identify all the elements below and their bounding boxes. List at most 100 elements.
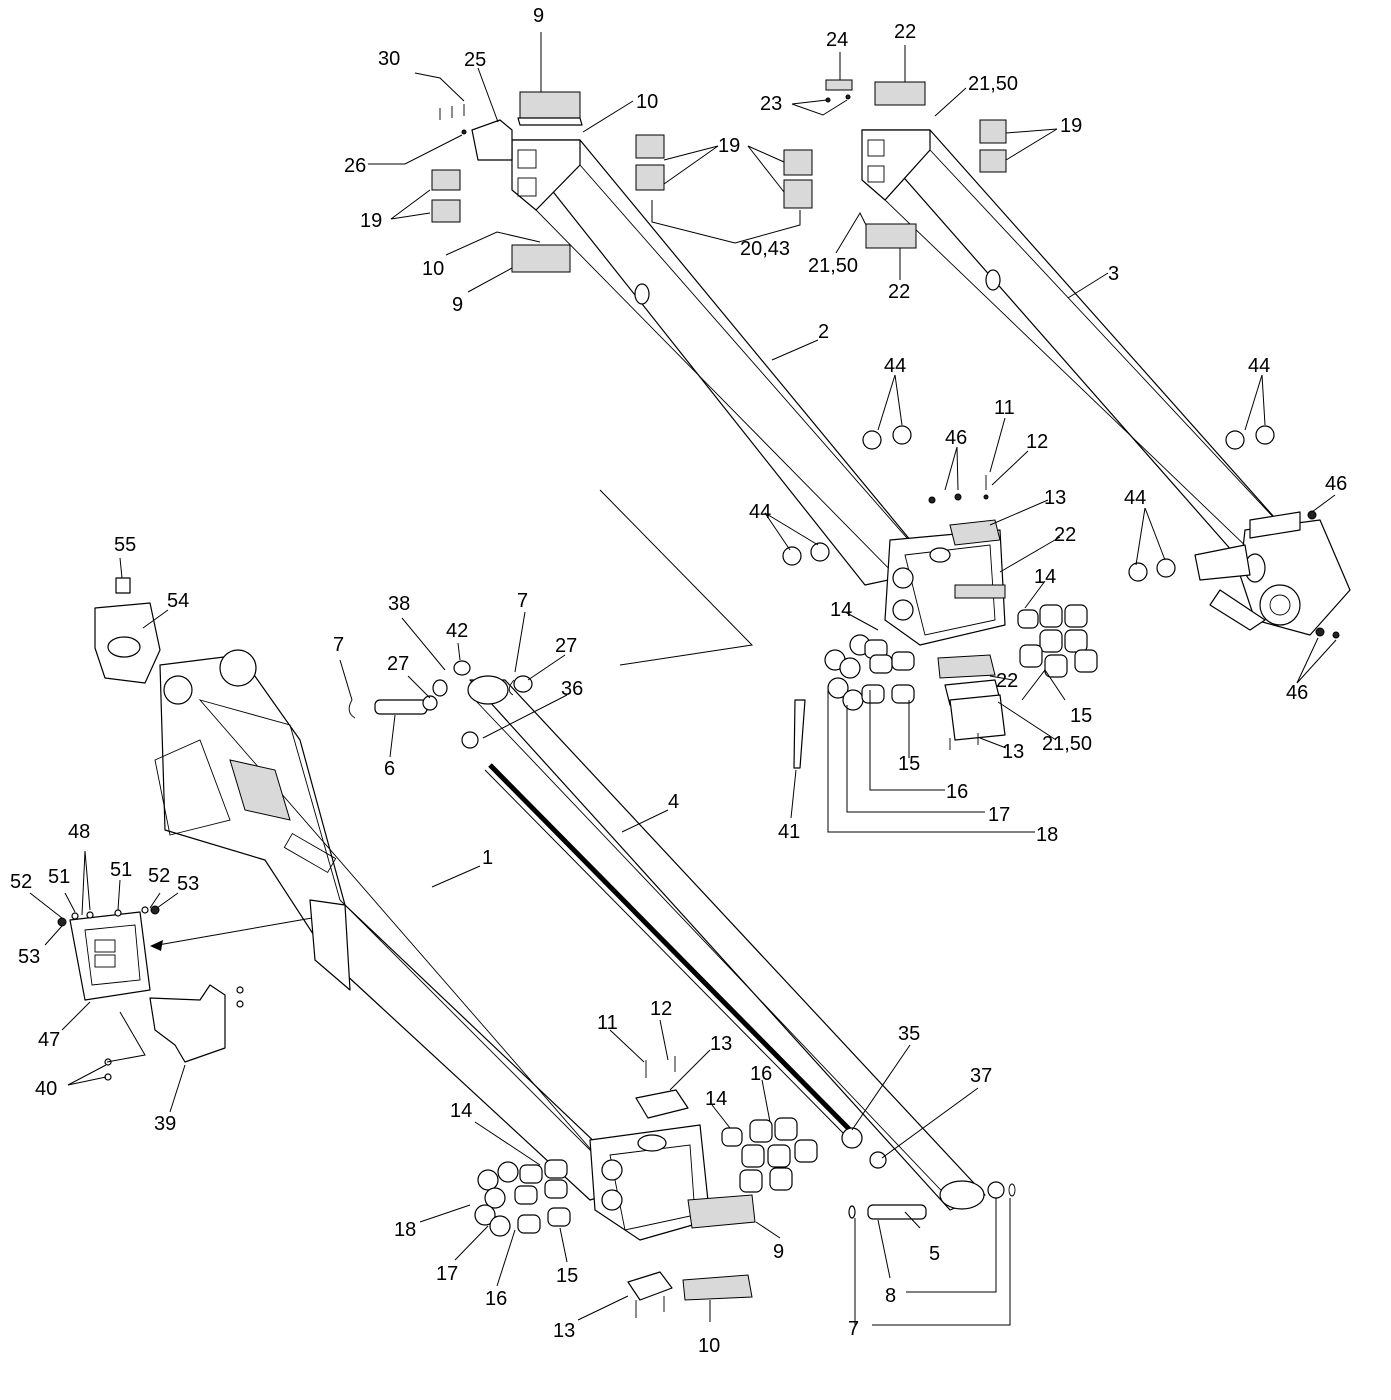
callout-label: 20,43 — [740, 238, 790, 260]
callout-label: 30 — [378, 48, 400, 70]
bracket-39 — [104, 984, 244, 1081]
callout-label: 13 — [710, 1033, 732, 1055]
callout-label: 13 — [1044, 487, 1066, 509]
callout-label: 40 — [35, 1078, 57, 1100]
callout-label: 18 — [394, 1219, 416, 1241]
callout-label: 7 — [517, 590, 528, 612]
callout-label: 25 — [464, 49, 486, 71]
callout-label: 17 — [436, 1263, 458, 1285]
callout-label: 22 — [1054, 524, 1076, 546]
callout-label: 14 — [830, 599, 852, 621]
callout-label: 21,50 — [1042, 733, 1092, 755]
callout-label: 55 — [114, 534, 136, 556]
callout-label: 22 — [888, 281, 910, 303]
callout-label: 36 — [561, 678, 583, 700]
callout-label: 5 — [929, 1243, 940, 1265]
callout-label: 15 — [898, 753, 920, 775]
callout-label: 46 — [945, 427, 967, 449]
callout-label: 12 — [650, 998, 672, 1020]
boom-section-3 — [861, 129, 1291, 561]
bolts-30 — [439, 104, 467, 135]
callout-label: 13 — [553, 1320, 575, 1342]
callout-label: 54 — [167, 590, 189, 612]
callout-label: 44 — [749, 501, 771, 523]
callout-label: 10 — [636, 91, 658, 113]
callout-label: 10 — [422, 258, 444, 280]
callout-label: 14 — [705, 1088, 727, 1110]
callout-label: 19 — [360, 210, 382, 232]
pins-upper — [348, 660, 533, 749]
pads-22-low — [937, 654, 1006, 750]
callout-label: 53 — [18, 946, 40, 968]
callout-label: 27 — [555, 635, 577, 657]
cylinder-rod — [488, 763, 852, 1132]
roller-cluster-upper — [824, 604, 1098, 711]
callout-label: 15 — [556, 1265, 578, 1287]
callout-label: 8 — [885, 1285, 896, 1307]
pads-lower — [627, 1194, 756, 1318]
boom-section-4 — [467, 675, 986, 1211]
callout-label: 14 — [450, 1100, 472, 1122]
wear-pads-upper-left — [431, 91, 583, 273]
callout-label: 17 — [988, 804, 1010, 826]
callout-label: 46 — [1286, 682, 1308, 704]
callout-label: 51 — [110, 859, 132, 881]
callout-label: 22 — [996, 670, 1018, 692]
callout-label: 44 — [884, 355, 906, 377]
callout-label: 9 — [452, 294, 463, 316]
wear-pads-center — [635, 134, 813, 209]
callout-label: 3 — [1108, 263, 1119, 285]
callout-label: 14 — [1034, 566, 1056, 588]
callout-label: 35 — [898, 1023, 920, 1045]
callout-label: 22 — [894, 21, 916, 43]
callout-label: 42 — [446, 620, 468, 642]
callout-label: 16 — [946, 781, 968, 803]
callout-label: 26 — [344, 155, 366, 177]
boom-1-head-block — [589, 1056, 711, 1241]
leader-lines — [29, 32, 1337, 1326]
callout-label: 52 — [10, 871, 32, 893]
callout-label: 44 — [1248, 355, 1270, 377]
callout-label: 10 — [698, 1335, 720, 1357]
callout-label: 16 — [750, 1063, 772, 1085]
callout-label: 24 — [826, 29, 848, 51]
callouts: 9 10 25 30 26 19 10 9 19 20,43 24 23 22 … — [10, 5, 1347, 1357]
callout-label: 37 — [970, 1065, 992, 1087]
section-break-line — [599, 489, 754, 666]
callout-label: 4 — [668, 791, 679, 813]
boom-3-head — [1194, 510, 1351, 639]
wear-pads-upper-right — [825, 79, 1007, 249]
callout-label: 13 — [1002, 741, 1024, 763]
callout-label: 7 — [333, 634, 344, 656]
callout-label: 18 — [1036, 824, 1058, 846]
callout-label: 1 — [482, 847, 493, 869]
rod-41 — [793, 699, 806, 769]
bracket-47 — [57, 905, 160, 1001]
callout-label: 53 — [177, 873, 199, 895]
callout-label: 12 — [1026, 431, 1048, 453]
callout-label: 7 — [848, 1318, 859, 1340]
callout-label: 44 — [1124, 487, 1146, 509]
bushings-44 — [782, 425, 1275, 582]
callout-label: 11 — [597, 1012, 618, 1034]
callout-label: 2 — [818, 321, 829, 343]
callout-label: 27 — [387, 653, 409, 675]
arrow-head — [150, 940, 163, 951]
callout-label: 19 — [718, 135, 740, 157]
callout-label: 38 — [388, 593, 410, 615]
callout-label: 9 — [773, 1241, 784, 1263]
callout-label: 19 — [1060, 115, 1082, 137]
callout-label: 11 — [994, 397, 1015, 419]
boom-section-2 — [511, 139, 936, 586]
callout-label: 52 — [148, 865, 170, 887]
callout-label: 47 — [38, 1029, 60, 1051]
callout-label: 41 — [778, 821, 800, 843]
callout-label: 6 — [384, 758, 395, 780]
callout-label: 15 — [1070, 705, 1092, 727]
callout-label: 21,50 — [968, 73, 1018, 95]
callout-label: 16 — [485, 1288, 507, 1310]
callout-label: 21,50 — [808, 255, 858, 277]
callout-label: 23 — [760, 93, 782, 115]
boom-section-1 — [154, 649, 641, 1201]
